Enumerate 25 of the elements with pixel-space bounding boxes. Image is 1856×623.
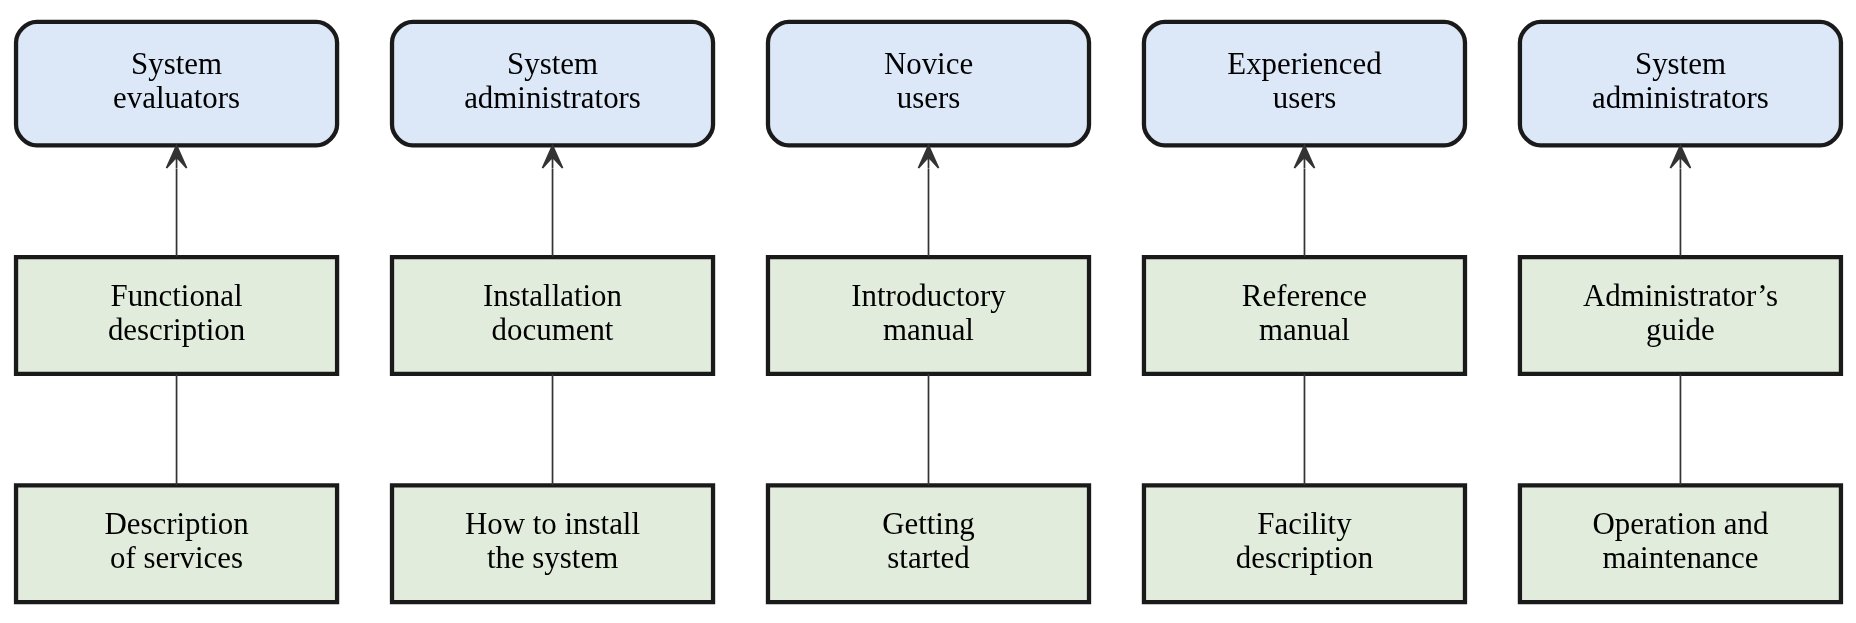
node-box: Administrator’s guide	[1517, 254, 1843, 376]
arrow	[1669, 144, 1691, 258]
node-box: Functional description	[13, 254, 339, 376]
connector	[1303, 372, 1305, 486]
node-box: Reference manual	[1141, 254, 1467, 376]
node-box: Installation document	[389, 254, 715, 376]
node-box: Getting started	[765, 482, 1091, 604]
node-box: Description of services	[13, 482, 339, 604]
connector	[175, 372, 177, 486]
connector	[551, 372, 553, 486]
node-box: System administrators	[389, 19, 715, 148]
connector	[1679, 372, 1681, 486]
node-box: Experienced users	[1141, 19, 1467, 148]
node-box: Introductory manual	[765, 254, 1091, 376]
arrow	[541, 144, 563, 258]
node-box: System administrators	[1517, 19, 1843, 148]
node-box: Facility description	[1141, 482, 1467, 604]
connector	[927, 372, 929, 486]
arrow	[165, 144, 187, 258]
node-box: Novice users	[765, 19, 1091, 148]
arrow	[917, 144, 939, 258]
node-box: System evaluators	[13, 19, 339, 148]
node-box: How to install the system	[389, 482, 715, 604]
node-box: Operation and maintenance	[1517, 482, 1843, 604]
arrow	[1293, 144, 1315, 258]
